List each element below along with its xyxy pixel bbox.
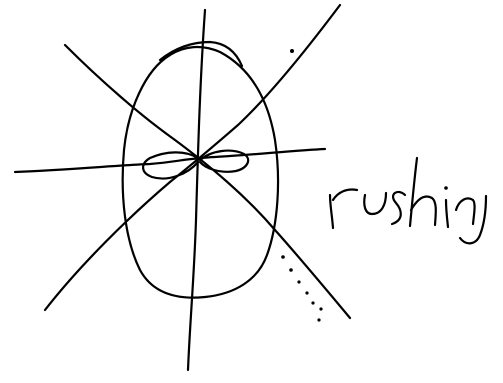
diagonal-stroke-ne-sw xyxy=(45,5,340,310)
diagonal-stroke-nw-se xyxy=(65,45,350,318)
handwritten-word-rushing xyxy=(330,158,486,243)
right-loop-stroke xyxy=(200,151,248,172)
stroke-dots xyxy=(281,49,322,322)
vertical-axis-stroke xyxy=(188,10,205,370)
